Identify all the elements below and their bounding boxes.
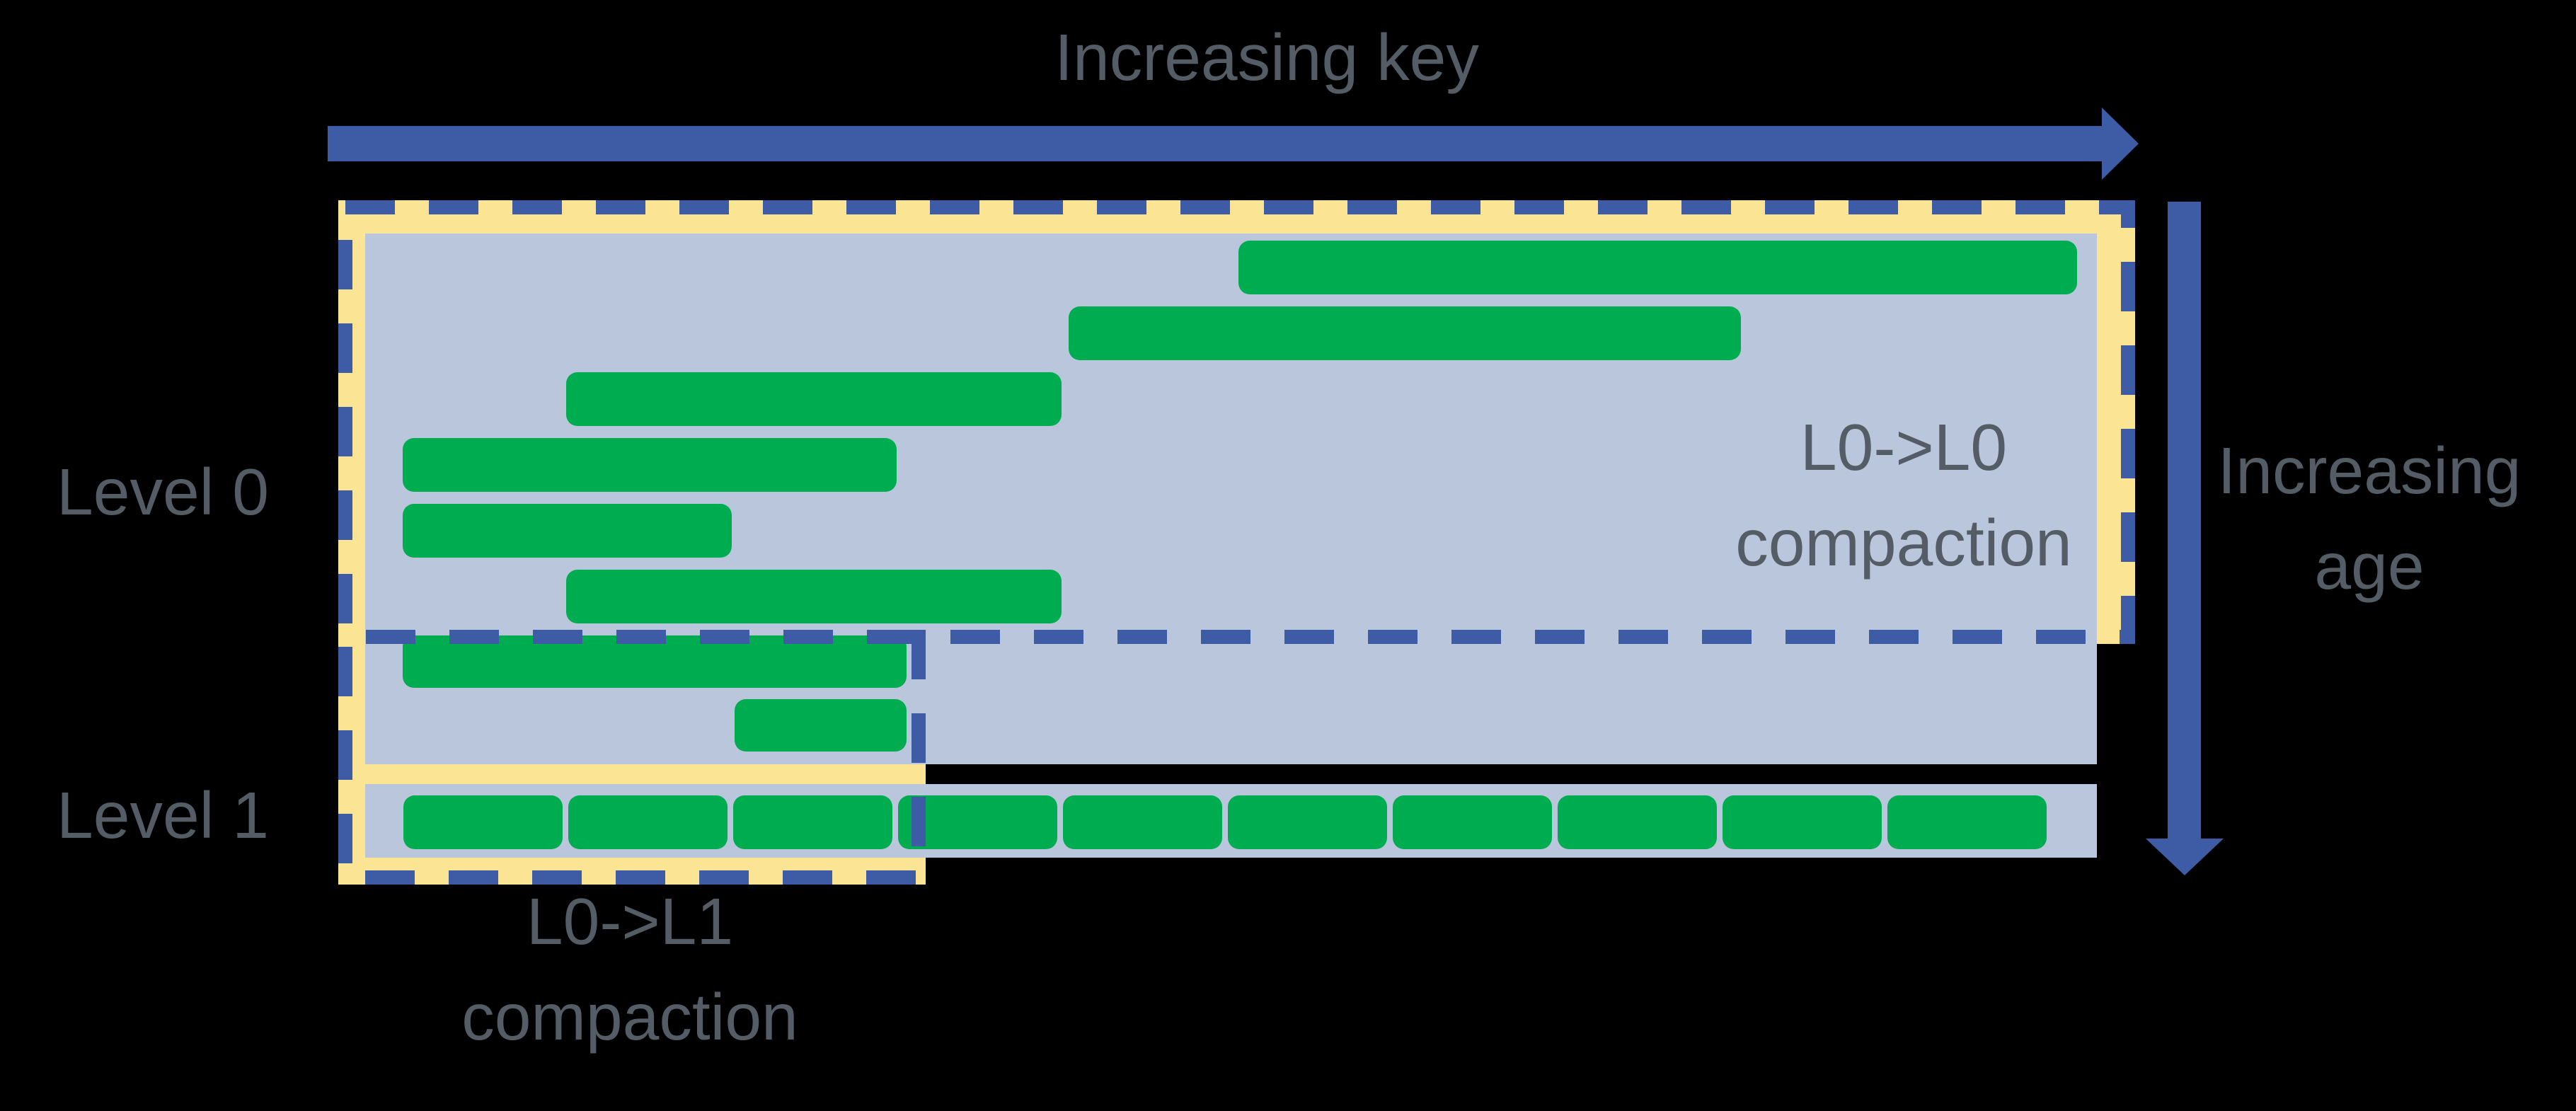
level1-sstables: [403, 795, 2047, 849]
sstable-bar: [735, 699, 907, 752]
increasing-age-label-line2: age: [2314, 529, 2425, 603]
sstable-bar: [1723, 795, 1882, 849]
increasing-age-label: Increasing age: [2185, 423, 2553, 614]
sstable-bar: [566, 570, 1062, 623]
sstable-bar: [403, 795, 563, 849]
increasing-age-arrow-head: [2146, 839, 2224, 875]
increasing-key-arrow: [328, 108, 2139, 180]
increasing-key-arrow-shaft: [328, 126, 2102, 161]
sstable-bar: [1887, 795, 2047, 849]
sstable-bar: [403, 504, 732, 558]
level0-sstables: [403, 241, 2077, 752]
l0-l0-compaction-label-line1: L0->L0: [1800, 410, 2008, 484]
l0-l1-compaction-label-line2: compaction: [461, 979, 798, 1054]
l0-l1-dashed-border: [338, 630, 926, 885]
level0-label: Level 0: [57, 455, 269, 529]
sstable-bar: [733, 795, 892, 849]
sstable-bar: [1558, 795, 1717, 849]
sstable-bar: [568, 795, 728, 849]
sstable-bar: [1069, 306, 1741, 360]
sstable-bar: [1228, 795, 1387, 849]
level1-label: Level 1: [57, 778, 269, 852]
increasing-age-label-line1: Increasing: [2217, 434, 2522, 507]
sstable-bar: [566, 372, 1062, 426]
increasing-age-arrow: [2146, 202, 2224, 875]
sstable-bar: [1238, 241, 2077, 294]
increasing-key-label: Increasing key: [1054, 21, 1479, 94]
sstable-bar: [1063, 795, 1222, 849]
l0-l0-compaction-label: L0->L0 compaction: [1656, 400, 2151, 591]
l0-l1-compaction-label: L0->L1 compaction: [382, 874, 878, 1065]
sstable-bar: [1393, 795, 1552, 849]
increasing-key-arrow-head: [2102, 108, 2139, 180]
l0-l0-compaction-label-line2: compaction: [1735, 505, 2072, 580]
sstable-bar: [898, 795, 1057, 849]
sstable-bar: [403, 635, 907, 688]
l0-l1-compaction-label-line1: L0->L1: [526, 885, 734, 958]
l0-l0-dashed-border: [338, 200, 2135, 644]
increasing-age-arrow-shaft: [2168, 202, 2201, 839]
sstable-bar: [403, 438, 897, 492]
